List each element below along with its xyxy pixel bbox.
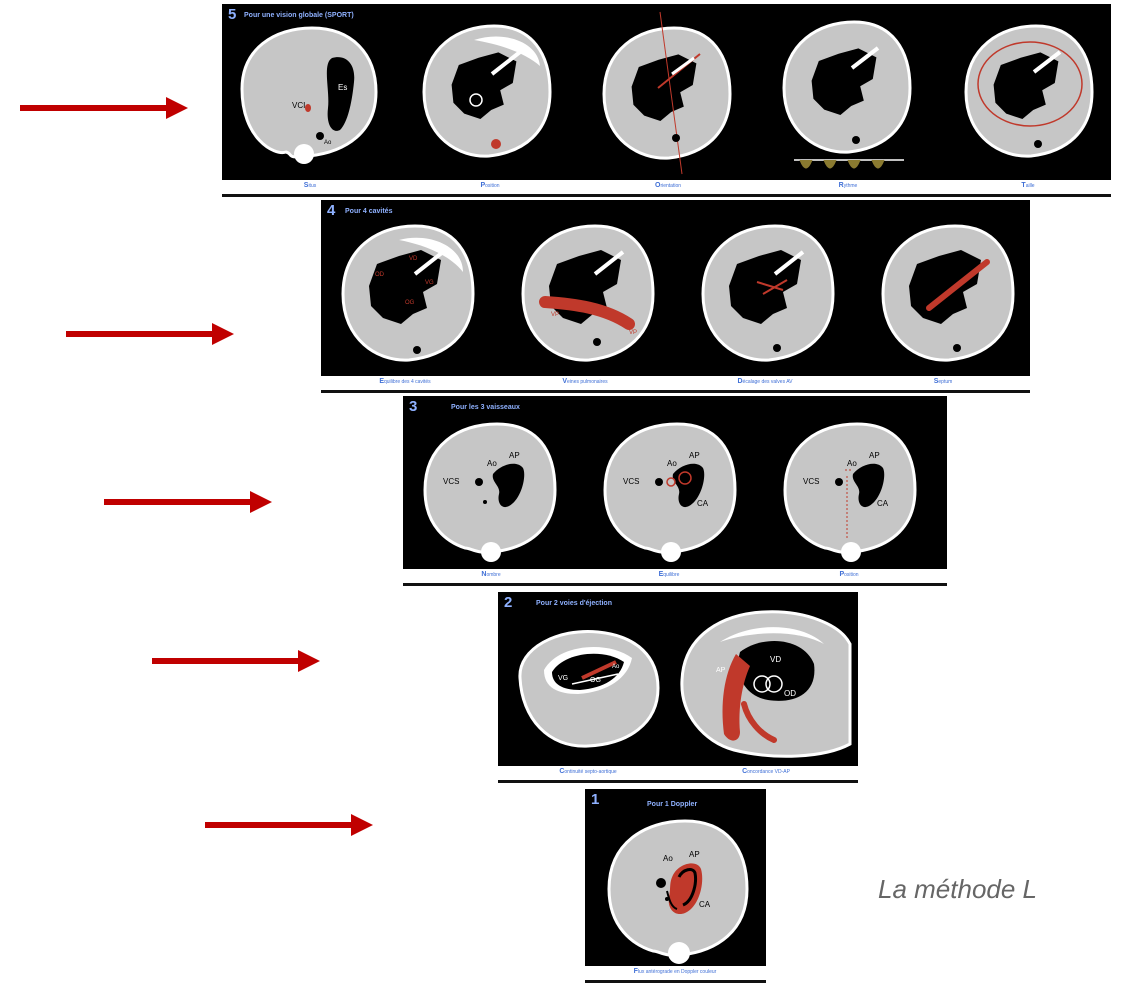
veines-figure: VP VP	[521, 224, 655, 362]
voies-diagrams: VG OG Ao VD OD AP	[518, 610, 852, 758]
rythme-figure	[782, 20, 912, 169]
panel-image: Ao AP CA 1 Pour 1 Doppler	[585, 789, 766, 966]
svg-text:CA: CA	[697, 499, 709, 508]
svg-text:VCS: VCS	[443, 477, 459, 486]
equilibre-figure: OD VD VG OG	[341, 224, 475, 362]
panel-title: Pour les 3 vaisseaux	[451, 404, 520, 411]
septum-figure	[881, 224, 1015, 362]
svg-text:Ao: Ao	[612, 664, 620, 670]
panel-title: Pour 2 voies d'éjection	[536, 600, 612, 607]
caption: Continuité septo-aortique	[559, 768, 617, 775]
svg-text:Ao: Ao	[847, 459, 857, 468]
decalage-figure	[701, 224, 835, 362]
svg-text:AP: AP	[689, 850, 700, 859]
doppler-figure: Ao AP CA	[607, 819, 749, 964]
panel-3-vaisseaux: VCS Ao AP VCS Ao AP CA	[403, 396, 947, 593]
svg-text:Ao: Ao	[487, 459, 497, 468]
caption: Décalage des valves AV	[737, 378, 793, 385]
panel-title: Pour 1 Doppler	[647, 801, 698, 808]
continuite-figure: VG OG Ao	[518, 629, 660, 748]
position-vx-figure: VCS Ao AP CA	[783, 422, 917, 562]
arrow-right-icon	[152, 650, 320, 672]
panel-number: 2	[504, 594, 513, 611]
svg-text:VCS: VCS	[803, 477, 819, 486]
panel-number: 1	[591, 791, 600, 808]
panel-4-cavites: OD VD VG OG VP VP	[321, 200, 1030, 397]
svg-text:AP: AP	[716, 667, 726, 674]
caption-bar: Flux antérograde en Doppler couleur	[585, 966, 766, 983]
method-title: La méthode L	[878, 874, 1038, 904]
panel-1-doppler: Ao AP CA 1 Pour 1 Doppler Flux antérogra…	[585, 789, 766, 983]
svg-text:Ao: Ao	[324, 140, 332, 146]
svg-text:OD: OD	[375, 272, 385, 278]
svg-text:VD: VD	[409, 256, 418, 262]
svg-text:Ao: Ao	[663, 854, 673, 863]
caption: Nombre	[481, 571, 501, 578]
panel-number: 3	[409, 398, 418, 415]
concordance-figure: VD OD AP	[680, 610, 852, 758]
cavites-diagrams: OD VD VG OG VP VP	[341, 224, 1015, 362]
caption-bar: Equilibre des 4 cavités Veines pulmonair…	[321, 376, 1030, 393]
caption: Veines pulmonaires	[562, 378, 608, 385]
caption: Taille	[1021, 182, 1035, 189]
svg-text:VP: VP	[629, 330, 637, 336]
panel-title: Pour 4 cavités	[345, 208, 393, 215]
orientation-figure	[602, 11, 732, 175]
caption-bar: Situs Position Orientation Rythme Taille	[222, 180, 1111, 197]
svg-text:VD: VD	[770, 655, 781, 664]
svg-text:OG: OG	[405, 300, 415, 306]
caption: Flux antérograde en Doppler couleur	[633, 968, 717, 975]
panel-sport: VCI Es Ao	[222, 4, 1111, 201]
caption: Concordance VD-AP	[742, 768, 790, 775]
svg-text:VP: VP	[551, 312, 559, 318]
svg-text:Ao: Ao	[667, 459, 677, 468]
svg-text:AP: AP	[869, 451, 880, 460]
nombre-figure: VCS Ao AP	[423, 422, 557, 562]
panel-image: VCS Ao AP VCS Ao AP CA	[403, 396, 947, 569]
caption: Situs	[303, 182, 317, 189]
sport-diagrams: VCI Es Ao	[240, 11, 1094, 175]
position-figure	[422, 24, 552, 158]
arrow-right-icon	[66, 323, 234, 345]
panel-image: OD VD VG OG VP VP	[321, 200, 1030, 376]
equilibre-vx-figure: VCS Ao AP CA	[603, 422, 737, 562]
svg-text:VG: VG	[425, 280, 434, 286]
panel-2-voies: VG OG Ao VD OD AP 2 Pour 2 voies d'éject…	[498, 592, 858, 790]
doppler-diagram: Ao AP CA	[607, 819, 749, 964]
panel-image: VCI Es Ao	[222, 4, 1111, 180]
caption: Position	[839, 571, 859, 578]
arrow-right-icon	[20, 97, 188, 119]
taille-figure	[964, 24, 1094, 158]
caption: Orientation	[654, 182, 682, 189]
panel-image: VG OG Ao VD OD AP 2 Pour 2 voies d'éject…	[498, 592, 858, 766]
caption: Rythme	[838, 182, 858, 189]
caption: Equilibre	[658, 571, 680, 578]
svg-text:VCI: VCI	[292, 101, 305, 110]
svg-text:OG: OG	[590, 677, 601, 684]
svg-text:AP: AP	[509, 451, 520, 460]
panel-number: 5	[228, 6, 237, 23]
svg-text:CA: CA	[699, 900, 711, 909]
svg-text:VCS: VCS	[623, 477, 639, 486]
caption: Equilibre des 4 cavités	[379, 378, 431, 385]
svg-text:CA: CA	[877, 499, 889, 508]
caption-bar: Nombre Equilibre Position	[403, 569, 947, 586]
panel-title: Pour une vision globale (SPORT)	[244, 12, 354, 19]
arrow-right-icon	[205, 814, 373, 836]
svg-text:Es: Es	[338, 83, 347, 92]
svg-text:OD: OD	[784, 689, 796, 698]
panel-number: 4	[327, 202, 336, 219]
caption: Position	[480, 182, 500, 189]
caption: Septum	[933, 378, 953, 385]
svg-text:VG: VG	[558, 675, 568, 682]
arrow-right-icon	[104, 491, 272, 513]
svg-text:AP: AP	[689, 451, 700, 460]
vaisseaux-diagrams: VCS Ao AP VCS Ao AP CA	[423, 422, 917, 562]
caption-bar: Continuité septo-aortique Concordance VD…	[498, 766, 858, 783]
situs-figure: VCI Es Ao	[240, 26, 378, 164]
